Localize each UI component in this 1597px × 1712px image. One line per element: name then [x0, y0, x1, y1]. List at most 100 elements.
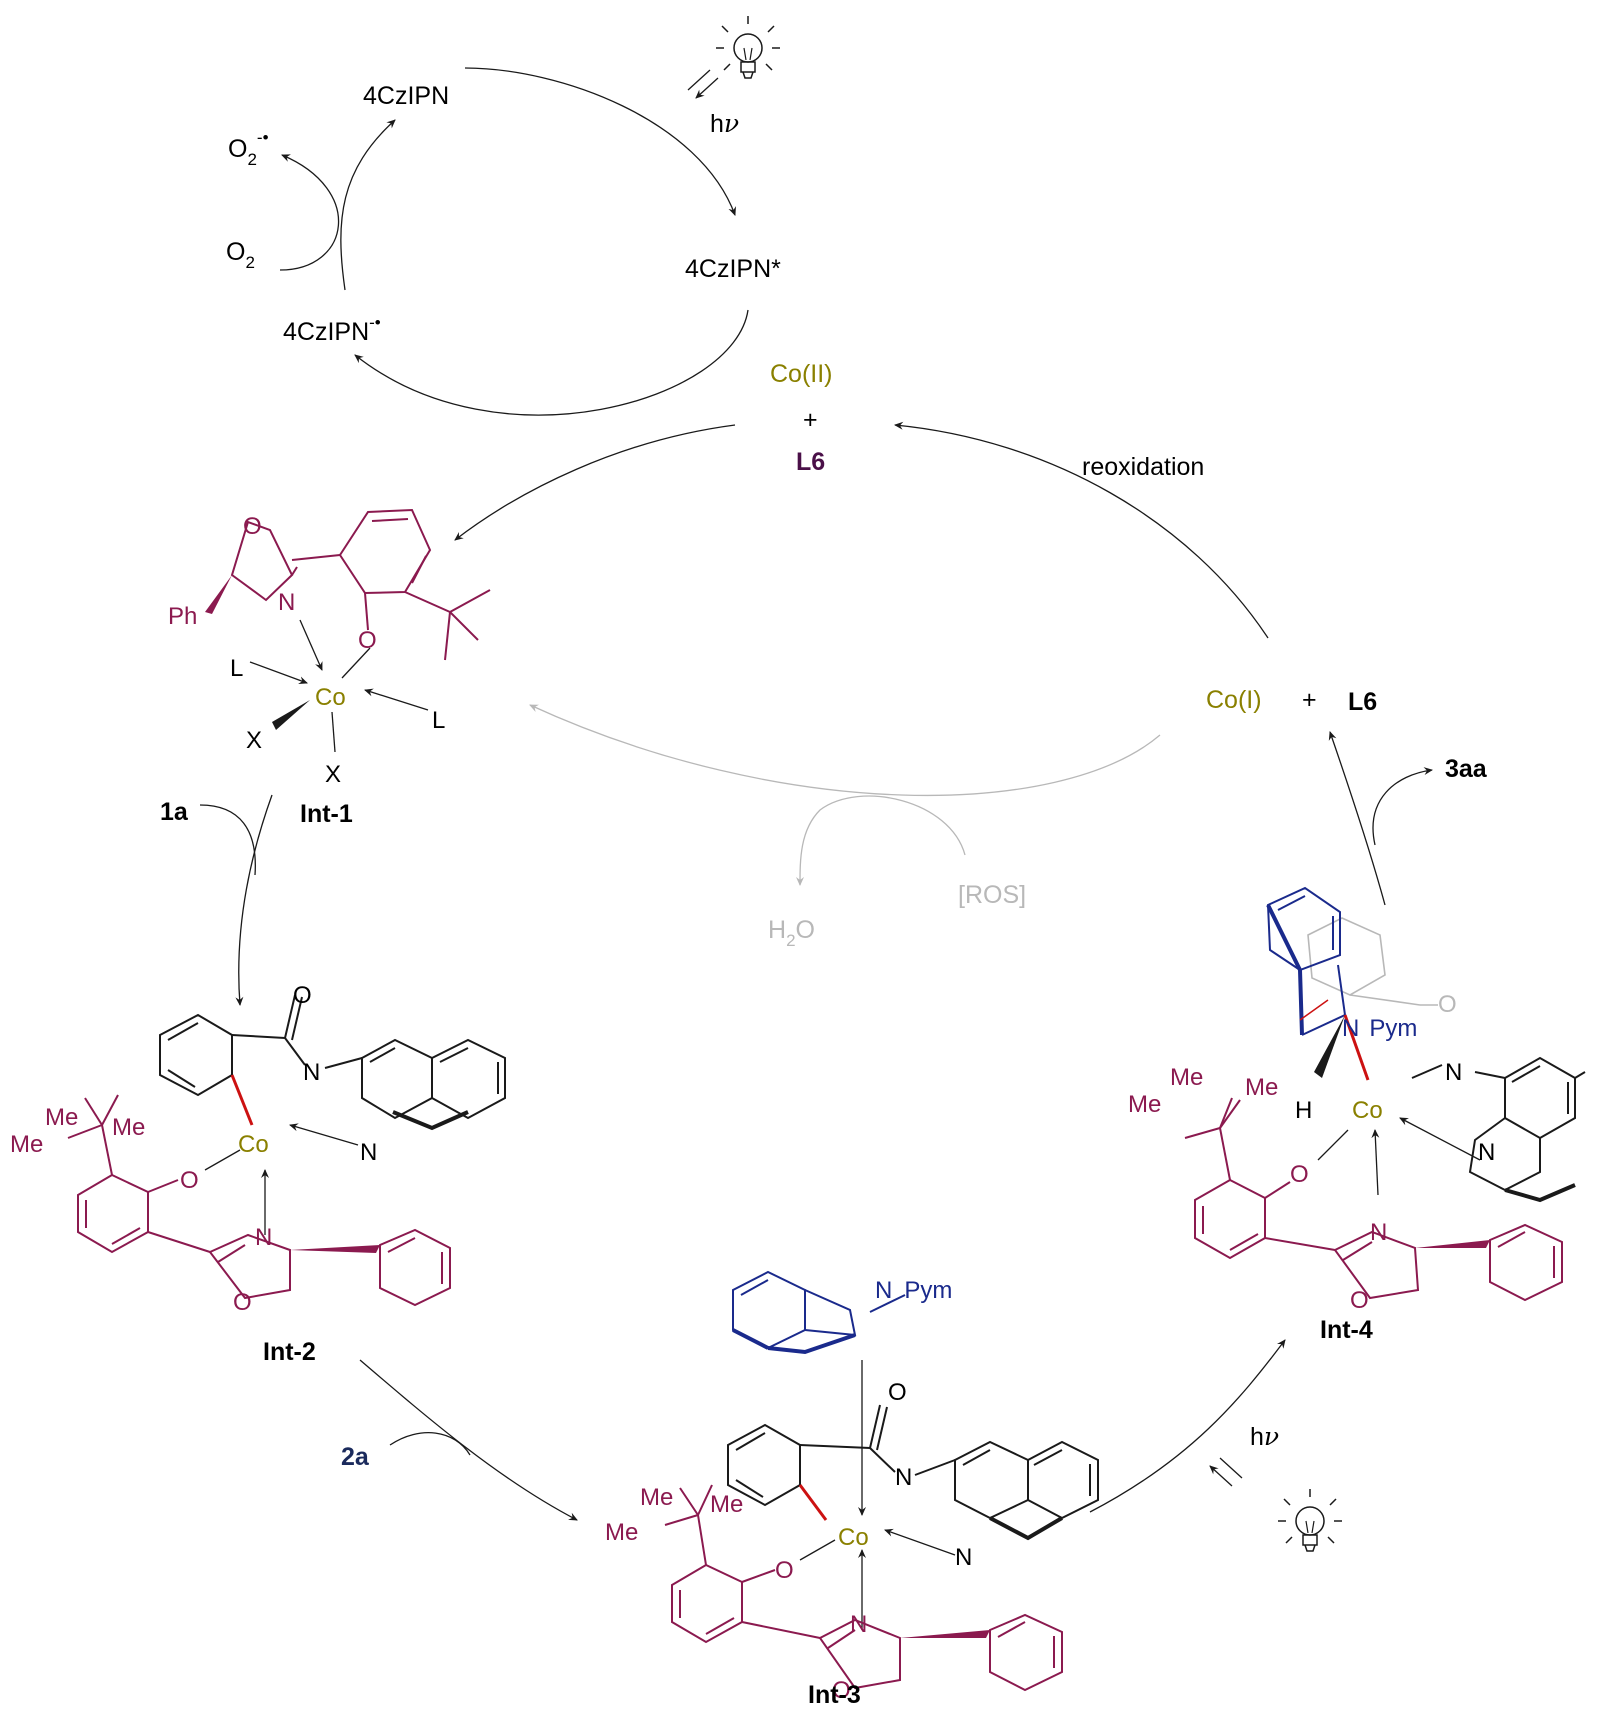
oxazoline-o: O — [1350, 1287, 1369, 1314]
cobalt-atom: Co — [838, 1524, 869, 1551]
arrow-int4-to-co1 — [1328, 731, 1386, 906]
methyl-label: Me — [1128, 1091, 1161, 1118]
methyl-label: Me — [45, 1104, 78, 1131]
quinoline-ring-b — [1027, 1440, 1099, 1520]
arrow-reoxidation — [894, 421, 1269, 639]
int-2-structure: O N N Co O N O Me Me Me Int-2 — [10, 982, 506, 1366]
cobalt-atom: Co — [1352, 1097, 1383, 1124]
quinoline-n: N — [955, 1544, 972, 1571]
phenoxy-ring — [671, 1563, 743, 1644]
label-o2: O2 — [226, 238, 255, 272]
label-1a: 1a — [160, 798, 189, 826]
methyl-label: Me — [10, 1131, 43, 1158]
label-3aa: 3aa — [1445, 755, 1488, 783]
lightbulb-icon — [1278, 1489, 1342, 1552]
arrow-int2-to-int3 — [359, 1359, 578, 1521]
methyl-label: Me — [1170, 1064, 1203, 1091]
phenoxide-o: O — [180, 1167, 199, 1194]
cobalt-cycle: Co(II) + L6 reoxidation Co(I) + L6 [ROS]… — [160, 360, 1488, 1552]
int-2-label: Int-2 — [263, 1338, 316, 1366]
phenoxy-ring — [77, 1173, 149, 1254]
oxazoline-o: O — [243, 513, 262, 540]
label-l6-top: L6 — [796, 448, 825, 476]
quinoline-n: N — [360, 1139, 377, 1166]
phenoxy-ring — [1194, 1178, 1266, 1260]
grey-ring — [1307, 917, 1386, 996]
label-water: H2O — [768, 916, 815, 950]
methyl-label: Me — [1245, 1074, 1278, 1101]
int-3-label: Int-3 — [808, 1681, 861, 1707]
arrow-excitation — [464, 67, 736, 216]
phenyl-label: Ph — [168, 603, 197, 630]
label-l6-right: L6 — [1348, 688, 1377, 716]
oxazoline-n: N — [850, 1611, 867, 1638]
indoline-benzene-ring — [1266, 886, 1341, 972]
amide-n: N — [1445, 1059, 1462, 1086]
photocatalytic-cycle: 4CzIPN 4CzIPN* 4CzIPN-• O2 O2-• hν — [226, 16, 781, 416]
label-4czipn-excited: 4CzIPN* — [685, 255, 781, 283]
methyl-label: Me — [710, 1491, 743, 1518]
ligand-x: X — [325, 761, 341, 788]
oxazoline-ring — [1333, 1230, 1420, 1300]
label-plus-top: + — [803, 406, 818, 434]
label-ros: [ROS] — [958, 881, 1026, 909]
int-1-label: Int-1 — [300, 800, 353, 828]
benzamide-ring — [159, 1013, 233, 1097]
amide-n: N — [895, 1464, 912, 1491]
label-2a: 2a — [341, 1443, 370, 1471]
quinoline-n: N — [1478, 1139, 1495, 1166]
arrow-2a-in — [389, 1432, 471, 1456]
arrow-o2-reduction — [279, 154, 340, 271]
amide-n: N — [303, 1059, 320, 1086]
int-4-label: Int-4 — [1320, 1316, 1373, 1344]
arrow-to-int1 — [454, 424, 736, 541]
label-plus-right: + — [1302, 686, 1317, 714]
quinoline-ring-a — [361, 1038, 433, 1120]
oxazoline-ring — [230, 520, 294, 602]
oxazoline-o: O — [832, 1677, 851, 1704]
phenoxide-o: O — [775, 1557, 794, 1584]
phenol-ring — [338, 508, 432, 595]
oxazoline-ring — [208, 1233, 291, 1300]
methyl-label: Me — [112, 1114, 145, 1141]
carbonyl-o-grey: O — [1438, 991, 1457, 1018]
label-co-i: Co(I) — [1206, 686, 1262, 714]
arrow-3aa-release — [1372, 767, 1433, 846]
quinoline-ring-b — [431, 1038, 506, 1120]
arrow-grey-co1-to-int1 — [529, 704, 1161, 796]
label-4czipn-radical-anion: 4CzIPN-• — [283, 313, 381, 346]
hydrogen-label: H — [1295, 1097, 1312, 1124]
quinoline-ring-a — [1504, 1056, 1576, 1140]
label-hv-top: hν — [710, 109, 739, 138]
phenyl-ring — [1489, 1223, 1563, 1302]
phenyl-ring — [989, 1613, 1063, 1692]
int-1-structure: O N O Ph Co L L X X Int-1 — [168, 508, 491, 828]
label-superoxide: O2-• — [228, 128, 269, 169]
ligand-l: L — [432, 707, 445, 734]
oxazoline-n: N — [255, 1224, 272, 1251]
label-hv-bottom: hν — [1250, 1422, 1279, 1451]
arrow-int1-to-int2 — [235, 794, 273, 1006]
methyl-label: Me — [640, 1484, 673, 1511]
arrow-1a-in — [199, 804, 256, 876]
oxazoline-o: O — [233, 1289, 252, 1316]
oxazoline-n: N — [1370, 1219, 1387, 1246]
cobalt-atom: Co — [238, 1131, 269, 1158]
carbonyl-o: O — [293, 982, 312, 1009]
ligand-x: X — [246, 727, 262, 754]
ligand-l: L — [230, 655, 243, 682]
label-co-ii: Co(II) — [770, 360, 833, 388]
arrow-int3-to-int4 — [1089, 1339, 1286, 1513]
lightbulb-icon — [688, 16, 780, 98]
carbonyl-o: O — [888, 1379, 907, 1406]
oxazoline-n: N — [278, 589, 295, 616]
methyl-label: Me — [605, 1519, 638, 1546]
arrow-regeneration — [340, 119, 396, 291]
light-arrows-bottom — [1210, 1458, 1243, 1487]
indole-pyrrole-ring — [804, 1289, 857, 1337]
